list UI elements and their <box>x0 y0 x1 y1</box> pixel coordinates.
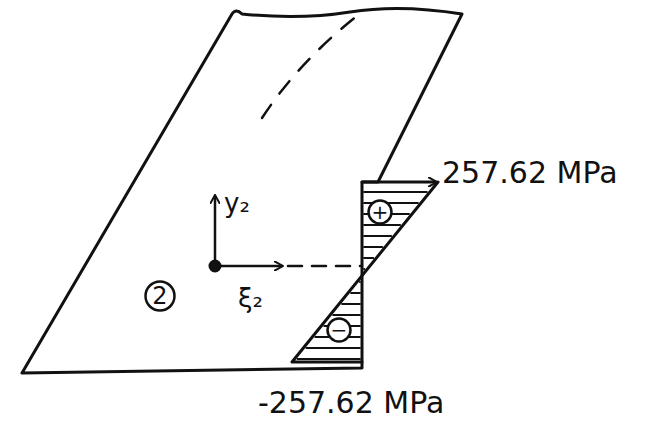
hatch-line <box>364 246 382 248</box>
circle-text: + <box>372 202 389 222</box>
hatch-line <box>297 358 360 360</box>
hatch-line <box>364 257 373 259</box>
axis-label: y₂ <box>224 190 250 216</box>
axis-label: ξ₂ <box>238 285 263 311</box>
xi-axis <box>215 265 282 268</box>
hatch-line <box>359 281 361 283</box>
hatch-line <box>306 347 360 349</box>
circled-label: + <box>367 199 393 225</box>
stress-arrow <box>362 181 436 184</box>
circle-text: 2 <box>152 284 167 308</box>
hatch-line <box>363 268 365 270</box>
plate-outline <box>22 8 462 373</box>
hatch-line <box>364 191 427 193</box>
hatch-line <box>333 314 360 316</box>
circled-label: − <box>326 317 352 343</box>
centroid-line <box>262 12 362 118</box>
hatch-line <box>342 303 360 305</box>
stress-line <box>292 182 438 362</box>
neutral-axis <box>288 265 362 268</box>
hatch-line <box>351 292 360 294</box>
origin-dot <box>210 261 220 271</box>
y-axis <box>214 196 217 266</box>
stress-value: -257.62 MPa <box>258 388 444 418</box>
stress-value: 257.62 MPa <box>442 158 618 188</box>
hatching <box>297 192 426 359</box>
hatch-line <box>364 235 391 237</box>
circle-text: − <box>331 320 348 340</box>
circled-label: 2 <box>144 280 176 312</box>
